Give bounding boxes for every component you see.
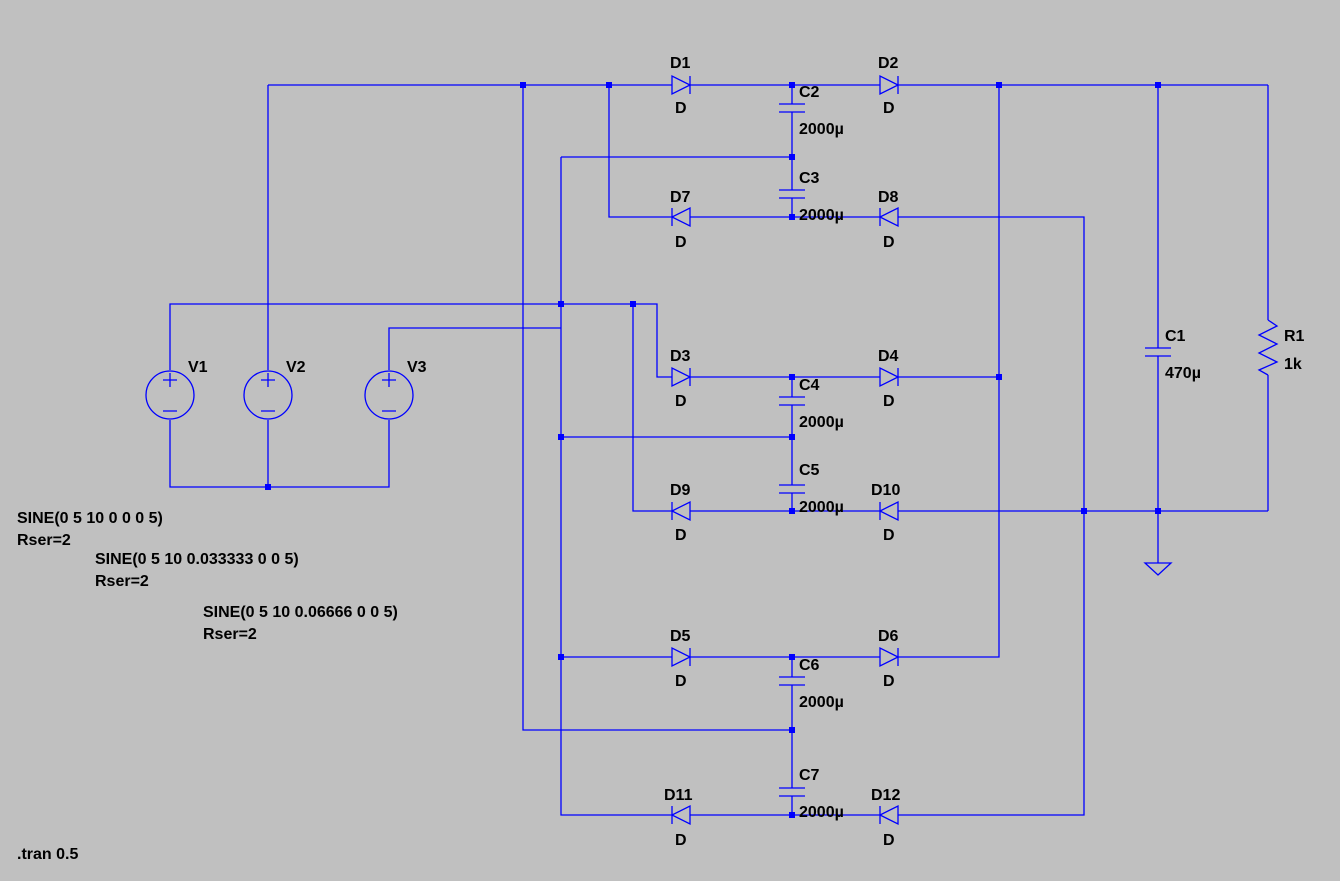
capacitor-c6[interactable] [779,676,805,686]
c1-label: C1 [1165,328,1186,345]
c3-value: 2000µ [799,207,844,224]
d1-model: D [675,100,687,117]
diode-d1[interactable] [671,74,692,96]
d1-label: D1 [670,55,691,72]
c2-value: 2000µ [799,121,844,138]
v1-spec: SINE(0 5 10 0 0 0 5) [17,510,163,527]
r1-value: 1k [1284,356,1302,373]
d12-label: D12 [871,787,900,804]
capacitor-c3[interactable] [779,189,805,199]
voltage-source-v1[interactable] [145,370,195,420]
diode-d5[interactable] [671,646,692,668]
diode-d11[interactable] [670,804,691,826]
d3-model: D [675,393,687,410]
v2-label: V2 [286,359,306,376]
capacitor-c5[interactable] [779,484,805,494]
diode-d9[interactable] [670,500,691,522]
v2-rser: Rser=2 [95,573,149,590]
v3-rser: Rser=2 [203,626,257,643]
c6-value: 2000µ [799,694,844,711]
v3-label: V3 [407,359,427,376]
d8-label: D8 [878,189,899,206]
d2-model: D [883,100,895,117]
c1-value: 470µ [1165,365,1201,382]
voltage-source-v2[interactable] [243,370,293,420]
c5-value: 2000µ [799,499,844,516]
c6-label: C6 [799,657,820,674]
d4-model: D [883,393,895,410]
c7-value: 2000µ [799,804,844,821]
diode-d4[interactable] [879,366,900,388]
d3-label: D3 [670,348,691,365]
diode-d7[interactable] [670,206,691,228]
v2-spec: SINE(0 5 10 0.033333 0 0 5) [95,551,299,568]
diode-d2[interactable] [879,74,900,96]
d11-model: D [675,832,687,849]
r1-label: R1 [1284,328,1305,345]
d9-label: D9 [670,482,691,499]
capacitor-c1[interactable] [1145,347,1171,357]
c2-label: C2 [799,84,820,101]
resistor-r1[interactable] [1257,319,1279,376]
d5-label: D5 [670,628,691,645]
c4-value: 2000µ [799,414,844,431]
junction-dots [265,82,1161,818]
c4-label: C4 [799,377,820,394]
diode-d12[interactable] [878,804,899,826]
d11-label: D11 [664,787,693,804]
d9-model: D [675,527,687,544]
v1-rser: Rser=2 [17,532,71,549]
d10-label: D10 [871,482,900,499]
diode-d6[interactable] [879,646,900,668]
v3-spec: SINE(0 5 10 0.06666 0 0 5) [203,604,398,621]
diode-d3[interactable] [671,366,692,388]
d7-model: D [675,234,687,251]
v1-label: V1 [188,359,208,376]
d5-model: D [675,673,687,690]
capacitor-c7[interactable] [779,787,805,797]
d7-label: D7 [670,189,691,206]
c7-label: C7 [799,767,820,784]
tran-directive[interactable]: .tran 0.5 [17,846,78,863]
d8-model: D [883,234,895,251]
wires [169,84,1269,816]
d2-label: D2 [878,55,899,72]
ground-symbol [1143,562,1173,576]
d12-model: D [883,832,895,849]
d6-model: D [883,673,895,690]
d10-model: D [883,527,895,544]
capacitor-c2[interactable] [779,103,805,113]
capacitor-c4[interactable] [779,396,805,406]
voltage-source-v3[interactable] [364,370,414,420]
d4-label: D4 [878,348,899,365]
d6-label: D6 [878,628,899,645]
diode-d10[interactable] [878,500,899,522]
c5-label: C5 [799,462,820,479]
diode-d8[interactable] [878,206,899,228]
c3-label: C3 [799,170,820,187]
